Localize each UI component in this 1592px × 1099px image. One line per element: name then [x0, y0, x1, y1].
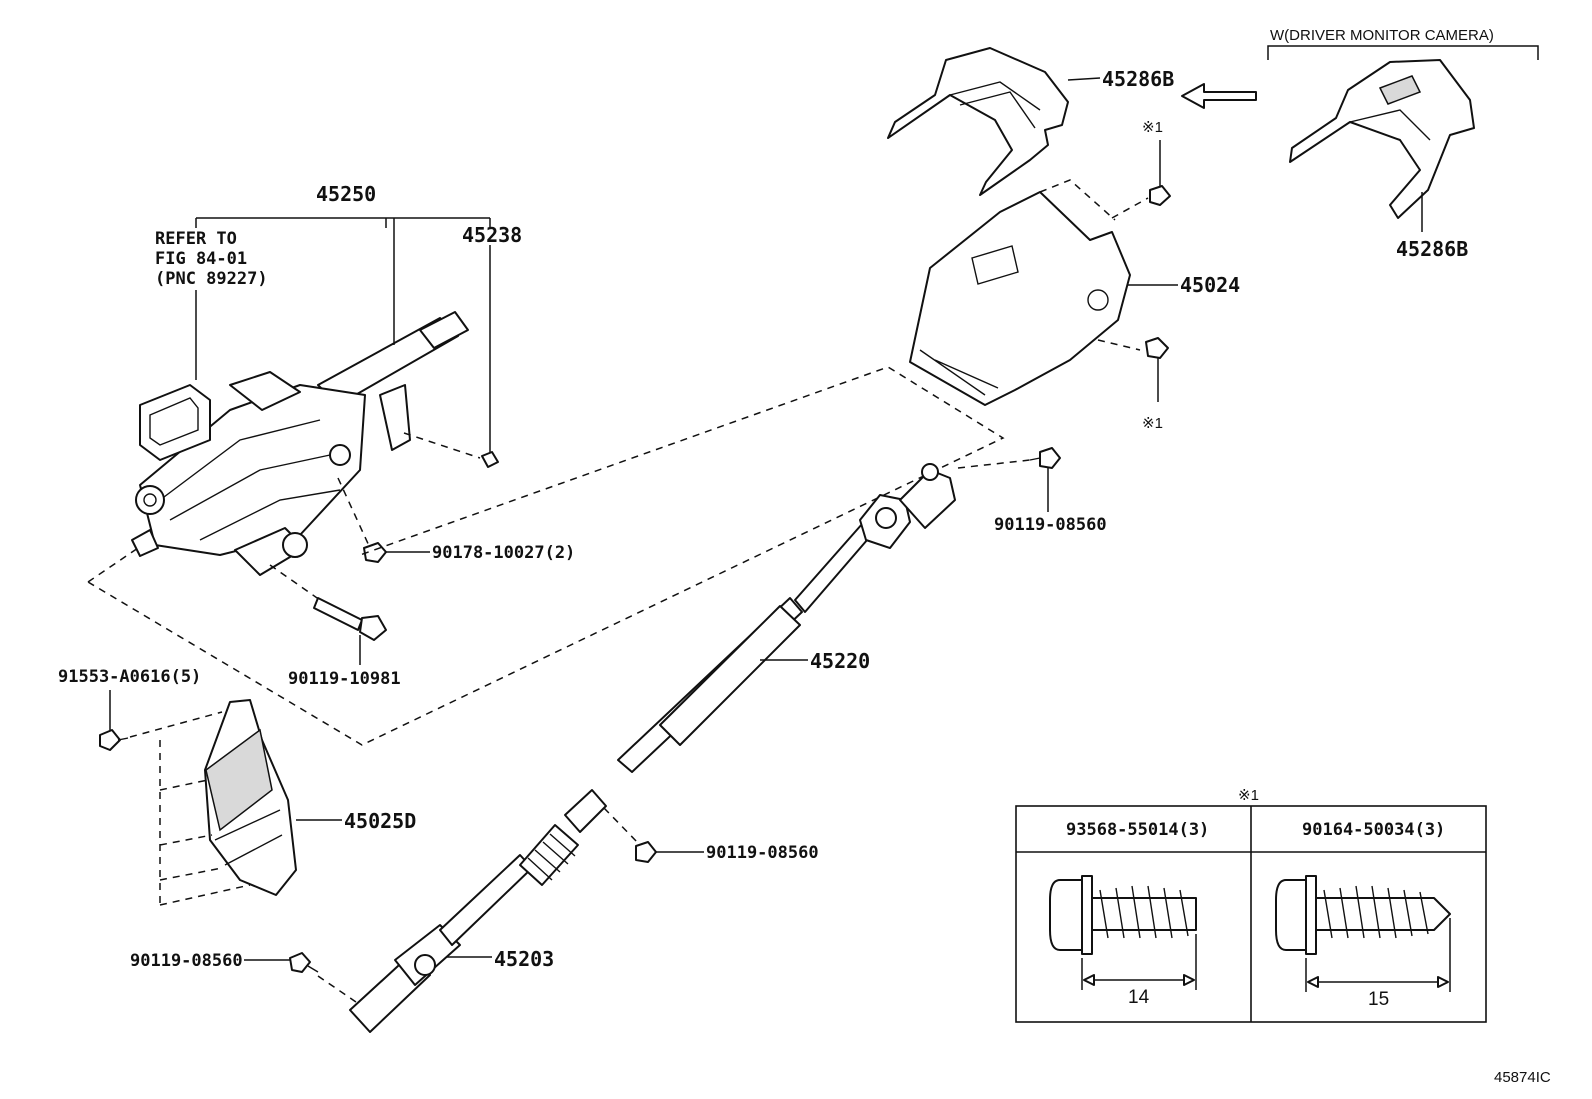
screw-93568-drawing — [1049, 875, 1197, 990]
bolt-90119-upper — [957, 447, 1061, 512]
table-header-col1: 93568-55014(3) — [1066, 820, 1209, 840]
label-45025d: 45025D — [344, 809, 416, 833]
cover-45025d — [159, 699, 342, 906]
clip-91553 — [99, 690, 223, 751]
nut-90178 — [337, 477, 430, 563]
dim-length-14: 14 — [1128, 987, 1150, 1008]
label-45238: 45238 — [462, 223, 522, 247]
screw-note1-upper — [1111, 140, 1171, 219]
column-cover-45024 — [909, 179, 1178, 406]
variant-title: W(DRIVER MONITOR CAMERA) — [1270, 27, 1494, 44]
label-45203: 45203 — [494, 947, 554, 971]
leader-45250 — [195, 217, 491, 455]
label-90178-10027: 90178-10027(2) — [432, 543, 575, 563]
table-header-col2: 90164-50034(3) — [1302, 820, 1445, 840]
refer-line-3: (PNC 89227) — [155, 269, 268, 289]
note-mark-lower: ※1 — [1142, 415, 1163, 432]
refer-line-2: FIG 84-01 — [155, 249, 247, 269]
bolt-90119-mid — [603, 807, 704, 863]
bolt-90119-10981 — [269, 564, 387, 665]
screw-note1-lower — [1145, 337, 1169, 402]
intermediate-shaft-45220 — [617, 463, 956, 773]
variant-bracket — [1267, 45, 1539, 60]
label-90119-08560-lower: 90119-08560 — [130, 951, 243, 971]
steering-column-assembly — [131, 311, 469, 576]
lower-joint-45203 — [349, 789, 607, 1033]
dim-length-15: 15 — [1368, 989, 1389, 1010]
clip-45238 — [403, 432, 499, 468]
column-cover-45286b-camera — [1289, 59, 1475, 232]
note-mark-upper: ※1 — [1142, 119, 1163, 136]
label-45024: 45024 — [1180, 273, 1240, 297]
figure-id: 45874IC — [1494, 1069, 1551, 1086]
screw-90164-drawing — [1275, 875, 1451, 992]
assembly-outline-dashed — [87, 366, 1005, 746]
label-91553-a0616: 91553-A0616(5) — [58, 667, 201, 687]
table-note-mark: ※1 — [1238, 787, 1259, 804]
arrow-left — [1181, 83, 1257, 109]
column-cover-45286b — [887, 47, 1101, 196]
label-90119-08560-mid: 90119-08560 — [706, 843, 819, 863]
label-45286b-top: 45286B — [1102, 67, 1174, 91]
label-90119-10981: 90119-10981 — [288, 669, 401, 689]
bolt-90119-lower — [244, 952, 357, 1003]
screw-table — [1015, 805, 1487, 1023]
label-90119-08560-upper: 90119-08560 — [994, 515, 1107, 535]
label-45220: 45220 — [810, 649, 870, 673]
label-45286b-right: 45286B — [1396, 237, 1468, 261]
refer-line-1: REFER TO — [155, 229, 237, 249]
label-45250: 45250 — [316, 182, 376, 206]
